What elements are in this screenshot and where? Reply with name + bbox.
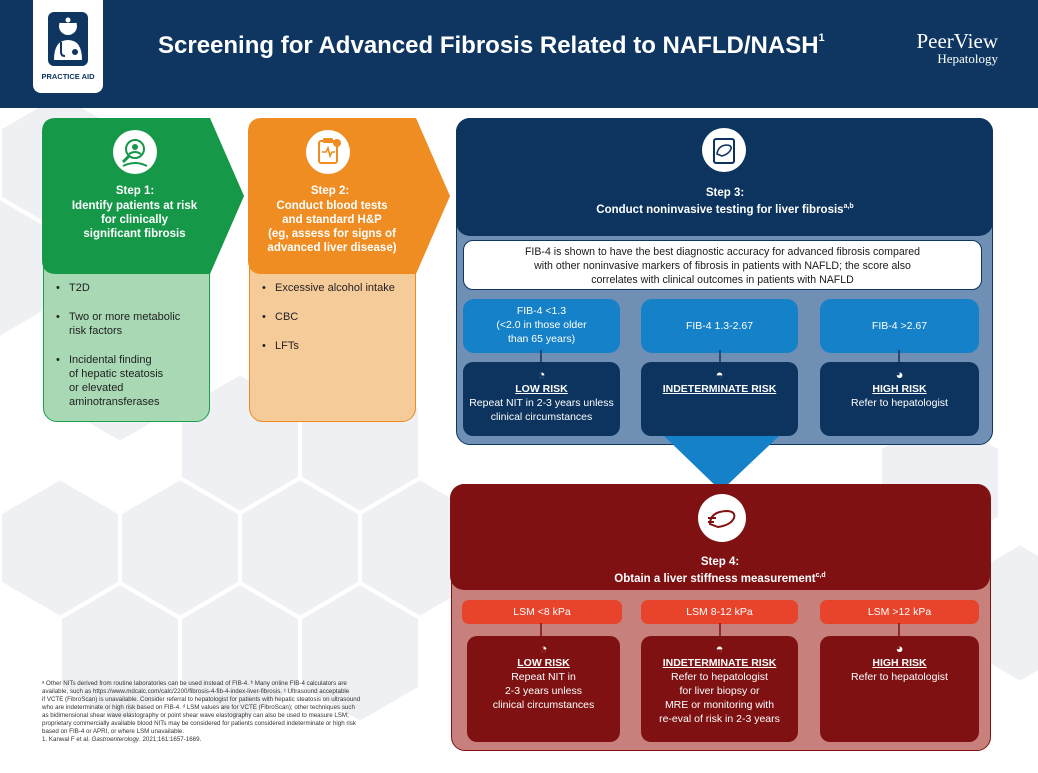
step2-body (249, 252, 416, 422)
step1-label: Step 1: (115, 185, 155, 197)
step2-header-shape (248, 118, 450, 274)
step3-low-risk-title: LOW RISK (515, 383, 568, 395)
gauge-low-icon: ◔ (537, 367, 546, 382)
lsm-high-box: LSM >12 kPa (820, 600, 979, 624)
gauge-high-icon: ◕ (895, 367, 904, 382)
step3-low-risk-box: ◔ LOW RISK Repeat NIT in 2-3 years unles… (463, 362, 620, 436)
brand-name: PeerView (916, 29, 998, 53)
step1-item-t2d: T2D (56, 281, 201, 295)
lsm-mid-box: LSM 8-12 kPa (641, 600, 798, 624)
step3-indeterminate-risk-title: INDETERMINATE RISK (662, 383, 777, 395)
page-title: Screening for Advanced Fibrosis Related … (158, 32, 825, 59)
gauge-low-icon: ◔ (539, 641, 548, 656)
step4-indeterminate-risk-box: ◓ INDETERMINATE RISK Refer to hepatologi… (641, 636, 798, 742)
gauge-mid-icon: ◓ (715, 367, 724, 382)
step4-high-risk-box: ◕ HIGH RISK Refer to hepatologist (820, 636, 979, 742)
lsm-low-box: LSM <8 kPa (462, 600, 622, 624)
step3-high-risk-box: ◕ HIGH RISK Refer to hepatologist (820, 362, 979, 436)
step4-icon-circle (698, 494, 746, 542)
fib4-high-box: FIB-4 >2.67 (820, 299, 979, 353)
connector-arrows (540, 350, 900, 364)
liver-scan-icon (713, 138, 735, 164)
step3-title: Conduct noninvasive testing for liver fi… (596, 203, 854, 216)
step3-high-risk-title: HIGH RISK (872, 383, 927, 395)
step2-item-cbc: CBC (262, 310, 412, 324)
fib4-info-box: FIB-4 is shown to have the best diagnost… (463, 240, 982, 290)
step3-label: Step 3: (705, 187, 745, 199)
header-bar: PRACTICE AID Screening for Advanced Fibr… (0, 0, 1038, 108)
reference: 1. Kanwal F et al. Gastroenterology. 202… (42, 736, 202, 743)
step1-icon-circle (113, 130, 157, 174)
step2-item-alcohol: Excessive alcohol intake (262, 281, 412, 295)
step4-low-risk-title: LOW RISK (517, 657, 570, 669)
title-reference: 1 (818, 32, 825, 44)
badge-label: PRACTICE AID (41, 72, 95, 81)
step4-indeterminate-risk-title: INDETERMINATE RISK (662, 657, 777, 669)
clipboard-test-icon (318, 138, 341, 164)
gauge-high-icon: ◕ (895, 641, 904, 656)
patient-search-icon (121, 139, 148, 167)
doctor-icon (48, 12, 88, 66)
step2-label: Step 2: (310, 185, 350, 197)
liver-stiffness-icon (708, 509, 736, 529)
brand-logo: PeerView Hepatology (880, 30, 998, 66)
step2-icon-circle (306, 130, 350, 174)
practice-aid-badge: PRACTICE AID (33, 0, 103, 93)
step4-high-risk-title: HIGH RISK (872, 657, 927, 669)
lsm-connectors (540, 623, 900, 636)
step4-label: Step 4: (700, 556, 740, 568)
step1-header-shape (42, 118, 244, 274)
step3-footnote-ref: a,b (843, 203, 854, 210)
fib4-mid-box: FIB-4 1.3-2.67 (641, 299, 798, 353)
step4-title: Obtain a liver stiffness measurementc,d (614, 572, 826, 585)
footnotes: ᵃ Other NITs derived from routine labora… (42, 680, 432, 744)
step2-item-lfts: LFTs (262, 339, 412, 353)
brand-subtitle: Hepatology (937, 51, 998, 66)
step3-icon-circle (702, 128, 746, 172)
step4-footnote-ref: c,d (815, 572, 826, 579)
gauge-mid-icon: ◓ (715, 641, 724, 656)
step3-to-step4-arrow (664, 436, 779, 491)
step3-indeterminate-risk-box: ◓ INDETERMINATE RISK (641, 362, 798, 436)
